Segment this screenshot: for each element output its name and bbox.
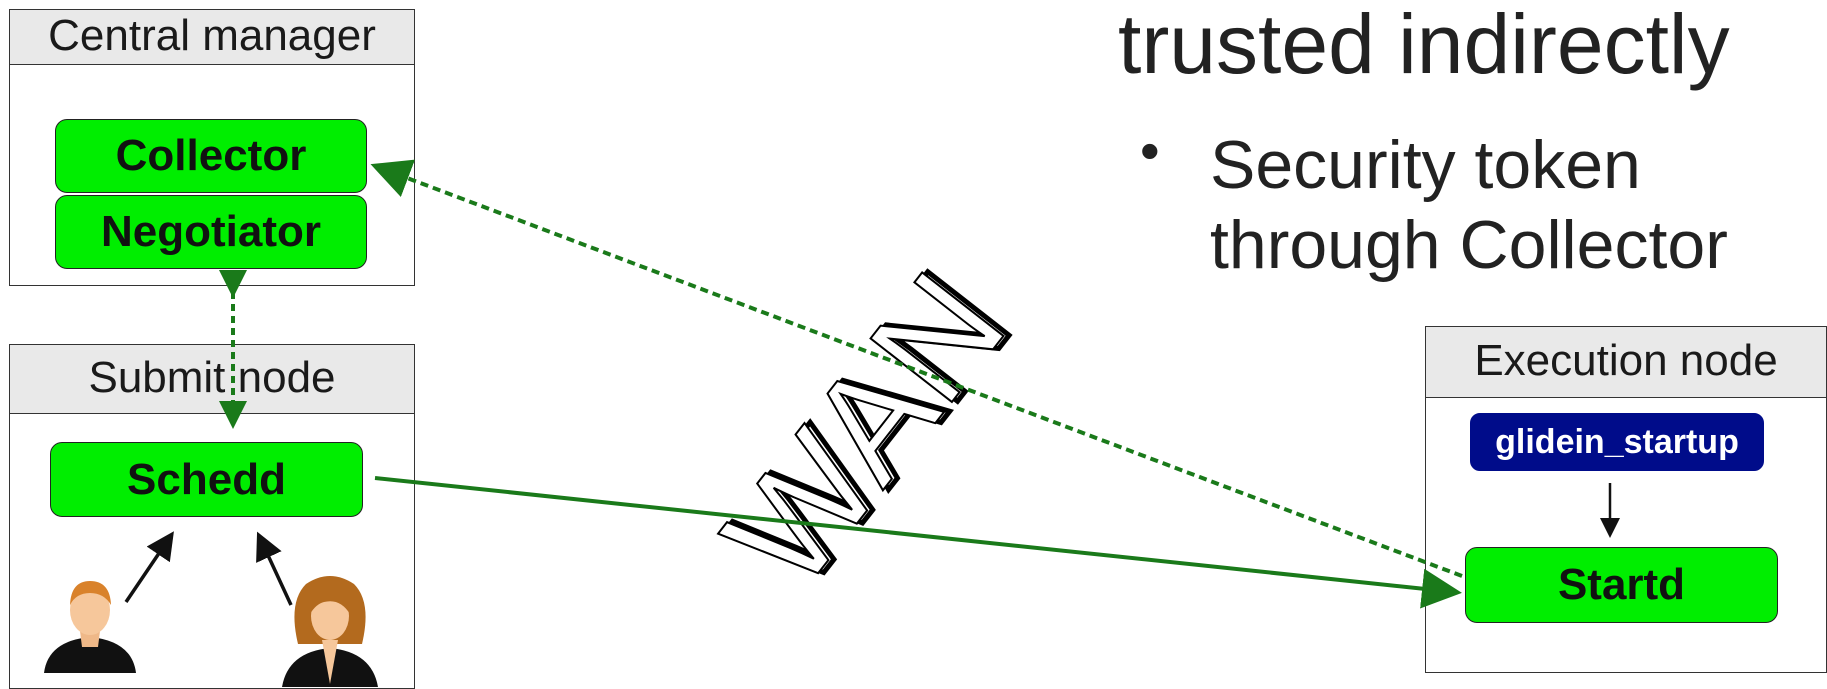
glidein-startup-box: glidein_startup xyxy=(1470,413,1764,471)
female-user-icon xyxy=(282,576,378,687)
bullet-dot: • xyxy=(1140,119,1160,182)
wan-label-group: WAN WAN xyxy=(691,239,1045,619)
submit-node-title: Submit node xyxy=(10,345,414,414)
schedd-box: Schedd xyxy=(50,442,363,517)
slide-heading: trusted indirectly xyxy=(1118,0,1730,91)
schedd-to-startd-link xyxy=(374,476,1462,609)
user2-to-schedd-arrow xyxy=(256,531,293,606)
wan-label: WAN xyxy=(692,243,1036,618)
collector-box: Collector xyxy=(55,119,367,193)
central-manager-title: Central manager xyxy=(10,10,414,65)
bullet-text: Security token through Collector xyxy=(1210,127,1728,283)
user1-to-schedd-arrow xyxy=(124,531,174,603)
negotiator-box: Negotiator xyxy=(55,195,367,269)
startd-to-collector-link xyxy=(370,159,1463,578)
male-user-icon xyxy=(44,581,136,673)
startd-box: Startd xyxy=(1465,547,1778,623)
execution-node-title: Execution node xyxy=(1426,327,1826,398)
